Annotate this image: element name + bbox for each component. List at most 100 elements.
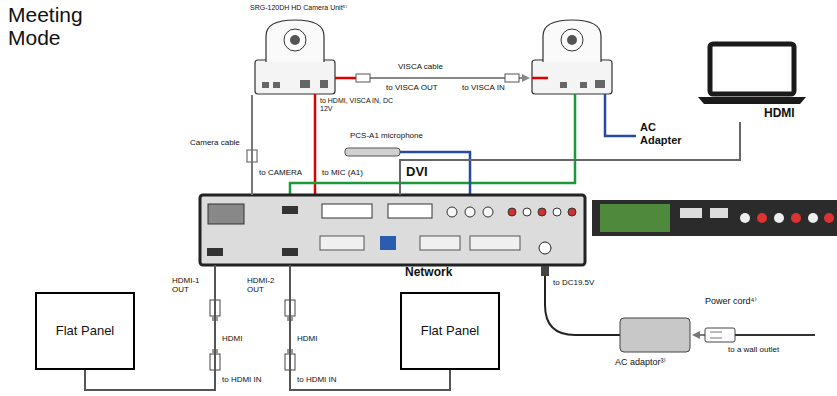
callout-label: to DC19.5V (553, 278, 594, 287)
illustration-shape (705, 328, 735, 342)
illustration-shape (561, 29, 583, 51)
illustration-shape (791, 213, 801, 223)
illustration-shape (523, 208, 531, 216)
callout-label: to MIC (A1) (322, 168, 363, 177)
illustration-shape (508, 208, 516, 216)
mic-wire (400, 152, 470, 195)
camera-unit: SRG-120DH HD Camera Unit⁵⁾ (250, 4, 362, 95)
illustration-shape (567, 35, 577, 45)
illustration-shape (543, 20, 601, 62)
callout-label: HDMI-1 OUT (172, 276, 208, 294)
callout-label: PCS-A1 microphone (350, 131, 423, 140)
laptop-icon (698, 44, 806, 104)
illustration-shape (692, 331, 700, 339)
illustration-shape (560, 82, 567, 88)
illustration-shape (282, 206, 298, 214)
callout-label: HDMI (222, 334, 242, 343)
illustration-shape (735, 334, 815, 336)
illustration-shape (522, 74, 530, 82)
illustration-shape (538, 208, 546, 216)
illustration-shape (284, 29, 306, 51)
node-label: DVI (406, 165, 428, 180)
visca-cable (335, 74, 548, 82)
illustration-shape (335, 77, 356, 80)
illustration-shape (680, 208, 702, 218)
illustration-shape (200, 195, 585, 265)
camera-1 (255, 20, 335, 94)
callout-label: to HDMI, VISCA IN, DC 12V (320, 97, 394, 113)
illustration-shape (568, 208, 576, 216)
illustration-shape (757, 213, 767, 223)
codec-rear-panel (200, 195, 585, 265)
callout-label: Power cord⁴⁾ (705, 296, 757, 306)
callout-label: to VISCA OUT (386, 83, 438, 92)
illustration-shape (483, 207, 493, 217)
illustration-shape (592, 200, 837, 236)
illustration-shape (532, 77, 548, 80)
green-wire (290, 94, 575, 195)
illustration-shape (356, 74, 370, 82)
microphone (345, 148, 400, 156)
node-label: HDMI (764, 107, 795, 121)
illustration-shape (320, 236, 364, 250)
illustration-shape (600, 204, 670, 232)
illustration-shape (420, 236, 460, 250)
illustration-shape (290, 35, 300, 45)
illustration-shape (710, 208, 728, 218)
illustration-shape (255, 60, 335, 94)
blue-wire (605, 94, 636, 136)
illustration-shape (808, 213, 818, 223)
cable-connector (400, 122, 740, 195)
flat-panel: Flat Panel (35, 292, 135, 370)
illustration-shape (553, 208, 561, 216)
flat-panel: Flat Panel (400, 292, 500, 370)
callout-label: HDMI-2 OUT (247, 276, 283, 294)
illustration-shape (465, 207, 475, 217)
callout-label: AC adaptor³⁾ (615, 357, 666, 367)
power-supply (541, 265, 815, 352)
callout-label: AC Adapter (640, 121, 700, 146)
illustration-shape (710, 44, 794, 94)
hdmi-plugs (210, 300, 295, 370)
illustration-shape (356, 77, 522, 79)
illustration-shape (824, 213, 834, 223)
illustration-shape (698, 97, 806, 104)
diagram-title: Meeting Mode (8, 4, 93, 49)
illustration-shape (505, 74, 519, 82)
illustration-shape (207, 248, 223, 256)
camera-2 (532, 20, 612, 94)
illustration-shape (447, 207, 457, 217)
illustration-shape (740, 213, 750, 223)
laptop: HDMI (696, 40, 810, 122)
illustration-shape (266, 20, 324, 62)
cable-connector (251, 95, 253, 195)
illustration-shape (322, 204, 372, 218)
illustration-shape (541, 266, 549, 276)
callout-label: Camera cable (190, 138, 240, 147)
node-label: SRG-120DH HD Camera Unit⁵⁾ (250, 4, 347, 12)
illustration-shape (300, 80, 310, 88)
illustration-shape (273, 82, 280, 88)
panel-label: Flat Panel (421, 324, 480, 339)
illustration-shape (580, 82, 587, 88)
callout-label: to CAMERA (259, 168, 302, 177)
callout-label: to a wall outlet (728, 345, 779, 354)
panel-label: Flat Panel (56, 324, 115, 339)
rear-panel-photo (592, 200, 837, 236)
illustration-shape (539, 242, 551, 254)
callout-label: to HDMI IN (297, 375, 337, 384)
illustration-shape (710, 332, 722, 333)
illustration-shape (262, 82, 269, 88)
callout-label: HDMI (297, 334, 317, 343)
illustration-shape (620, 318, 690, 352)
callout-label: VISCA cable (398, 62, 443, 71)
illustration-shape (320, 80, 328, 88)
illustration-shape (700, 334, 705, 336)
illustration-shape (710, 338, 722, 339)
illustration-shape (532, 60, 612, 94)
codec-unit: DVI (200, 195, 585, 265)
illustration-shape (595, 80, 605, 88)
red-wire (314, 94, 317, 195)
illustration-shape (282, 248, 298, 256)
